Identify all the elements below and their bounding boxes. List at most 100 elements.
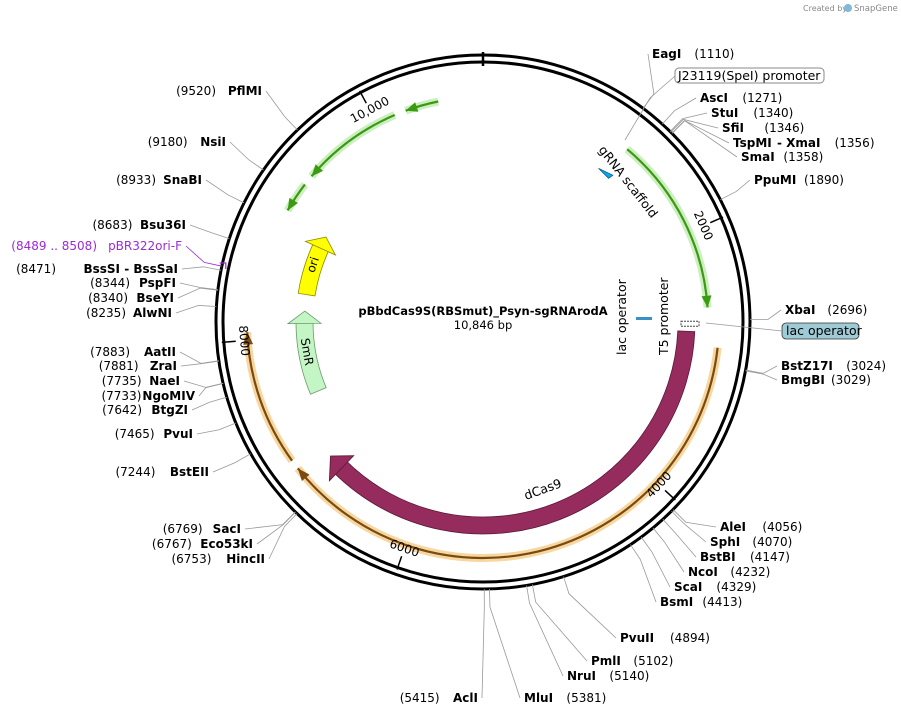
- site-enzyme-name: Bsu36I: [140, 218, 186, 232]
- site-leader-line: [563, 576, 617, 639]
- site-bstz17i[interactable]: BstZ17I(3024): [745, 359, 886, 374]
- site-eagi[interactable]: EagI(1110): [642, 47, 734, 109]
- site-enzyme-name: BstBI: [700, 550, 736, 564]
- site-position: (4329): [716, 580, 756, 594]
- site-pflmi[interactable]: PflMI(9520): [176, 84, 298, 131]
- site-bsu36i[interactable]: Bsu36I(8683): [92, 218, 230, 239]
- site-leader-line: [179, 282, 219, 291]
- site-ppumi[interactable]: PpuMI(1890): [720, 173, 844, 201]
- site-enzyme-name: EagI: [652, 47, 681, 61]
- orf-halo: [243, 332, 296, 464]
- site-saci[interactable]: SacI(6769): [163, 511, 296, 536]
- site-asci[interactable]: AscI (1271): [662, 91, 782, 125]
- site-pbr322ori-f[interactable]: pBR322ori-F(8489 .. 8508): [11, 239, 222, 267]
- site-bseyi[interactable]: BseYI(8340): [88, 287, 218, 305]
- site-leader-line: [191, 396, 227, 411]
- site-leader-line: [671, 510, 707, 543]
- site-position: (7735): [102, 374, 142, 388]
- site-hincii[interactable]: HincII(6753): [171, 513, 298, 566]
- site-leader-line: [179, 351, 219, 364]
- dcas9-label: dCas9: [522, 475, 564, 502]
- orf-arc: [246, 332, 293, 462]
- site-leader-line: [205, 179, 245, 204]
- plasmid-length: 10,846 bp: [454, 318, 513, 332]
- site-bsmi[interactable]: BsmI(4413): [630, 544, 742, 609]
- site-zrai[interactable]: ZraI(7881): [99, 359, 219, 373]
- site-leader-line: [669, 112, 708, 132]
- site-nsii[interactable]: NsiI(9180): [148, 135, 264, 171]
- site-enzyme-name: NaeI: [149, 374, 180, 388]
- site-snabi[interactable]: SnaBI(8933): [116, 173, 245, 204]
- site-position: (8235): [86, 306, 126, 320]
- scale-tick-label: 4000: [643, 469, 674, 501]
- site-position: (1271): [742, 91, 782, 105]
- plasmid-name: pBbdCas9S(RBSmut)_Psyn-sgRNArodA: [358, 304, 607, 319]
- site-tspmi[interactable]: TspMI- XmaI(1356): [671, 120, 875, 150]
- site-leader-line: [256, 511, 296, 545]
- site-stui[interactable]: StuI(1340): [669, 106, 793, 132]
- site-enzyme-name: ZraI: [150, 359, 177, 373]
- site-smai[interactable]: SmaI(1358): [671, 120, 823, 164]
- site-leader-line: [745, 370, 778, 381]
- site-eco53ki[interactable]: Eco53kI(6767): [152, 511, 296, 551]
- site-alei[interactable]: AleI(4056): [672, 509, 802, 534]
- site-sphi[interactable]: SphI(4070): [671, 510, 792, 549]
- site-leader-line: [671, 120, 738, 158]
- site-pvui[interactable]: PvuI(7465): [115, 422, 236, 441]
- site-pmli[interactable]: PmlI(5102): [531, 584, 673, 668]
- site-pspfi[interactable]: PspFI(8344): [90, 276, 219, 291]
- site-alwni[interactable]: AlwNI(8235): [86, 305, 217, 320]
- site-xbai[interactable]: XbaI(2696): [749, 303, 867, 321]
- site-position: (4056): [762, 520, 802, 534]
- t5-promoter-mark: [680, 320, 700, 327]
- site-pvuii[interactable]: PvuII(4894): [563, 576, 710, 645]
- site-position: (5102): [633, 654, 673, 668]
- site-position: (9180): [148, 135, 188, 149]
- site-leader-line: [177, 287, 218, 299]
- site-leader-line: [531, 584, 588, 662]
- site-leader-line: [181, 266, 222, 271]
- orf-arc: [296, 347, 719, 560]
- lac-operator-label: lac operator: [786, 323, 863, 338]
- site-position: (9520): [176, 84, 216, 98]
- site-bmgbi[interactable]: BmgBI(3029): [745, 370, 871, 387]
- snapgene-watermark: Created by SnapGene: [803, 4, 898, 14]
- site-bsteii[interactable]: BstEII(7244): [115, 453, 251, 479]
- snapgene-logo-icon: [844, 4, 852, 12]
- site-bsssi[interactable]: BssSI - BssSaI(8471): [16, 262, 222, 276]
- site-nrui[interactable]: NruI (5140): [526, 585, 650, 683]
- site-scai[interactable]: ScaI(4329): [640, 536, 756, 594]
- site-mlui[interactable]: MluI(5381): [489, 588, 606, 705]
- watermark-brand: SnapGene: [854, 4, 898, 14]
- site-enzyme-name: NruI: [567, 669, 596, 683]
- site-enzyme-name: NgoMIV: [142, 389, 195, 403]
- site-enzyme-name: PvuII: [620, 631, 654, 645]
- pbr322ori-f-primer: [219, 262, 227, 270]
- site-position: (6753): [171, 552, 211, 566]
- t5-promoter-label: T5 promoter: [656, 277, 671, 356]
- watermark-prefix: Created by: [803, 4, 847, 13]
- site-ncoi[interactable]: NcoI(4232): [652, 527, 770, 579]
- site-naei[interactable]: NaeI (7735): [102, 374, 224, 388]
- site-sfii[interactable]: SfiI(1346): [670, 118, 805, 135]
- site-enzyme-name: TspMI: [733, 136, 772, 150]
- orf-arrowhead: [311, 164, 324, 177]
- site-acli[interactable]: AclI(5415): [400, 588, 485, 705]
- site-leader-line: [244, 511, 296, 530]
- site-position: (4232): [730, 565, 770, 579]
- site-leader-line: [212, 453, 251, 473]
- site-btgzi[interactable]: BtgZI(7642): [102, 396, 227, 417]
- grna-scaffold-arrow: [598, 167, 614, 179]
- site-leader-line: [268, 513, 298, 560]
- scale-tick: [709, 216, 724, 224]
- site-position: (5140): [609, 669, 649, 683]
- site-ngomiv[interactable]: NgoMIV(7733): [101, 383, 224, 403]
- site-position: (1346): [764, 121, 804, 135]
- site-bstbi[interactable]: BstBI(4147): [662, 519, 790, 564]
- site-enzyme-name: AscI: [700, 91, 728, 105]
- site-position: (8471): [16, 262, 56, 276]
- orf-arrowhead: [405, 102, 419, 112]
- site-aatii[interactable]: AatII(7883): [90, 345, 219, 364]
